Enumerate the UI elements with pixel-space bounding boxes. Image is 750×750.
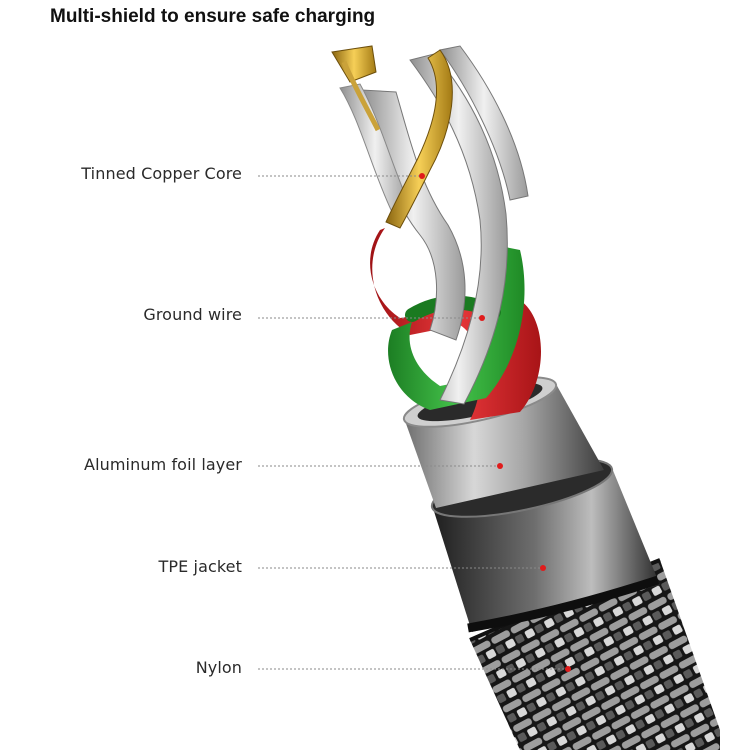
- label-ground-wire: Ground wire: [143, 305, 242, 324]
- label-tinned-copper-core: Tinned Copper Core: [81, 164, 242, 183]
- leader-lines: [258, 175, 568, 670]
- label-aluminum-foil-layer: Aluminum foil layer: [84, 455, 242, 474]
- marker-dot-ground: [479, 315, 485, 321]
- label-tpe-jacket: TPE jacket: [158, 557, 242, 576]
- diagram-title: Multi-shield to ensure safe charging: [50, 6, 376, 27]
- marker-dot-core: [419, 173, 425, 179]
- marker-dots: [419, 173, 571, 672]
- gold-copper-core: [331, 45, 453, 229]
- marker-dot-foil: [497, 463, 503, 469]
- marker-dot-tpe: [540, 565, 546, 571]
- marker-dot-nylon: [565, 666, 571, 672]
- label-nylon: Nylon: [195, 658, 242, 677]
